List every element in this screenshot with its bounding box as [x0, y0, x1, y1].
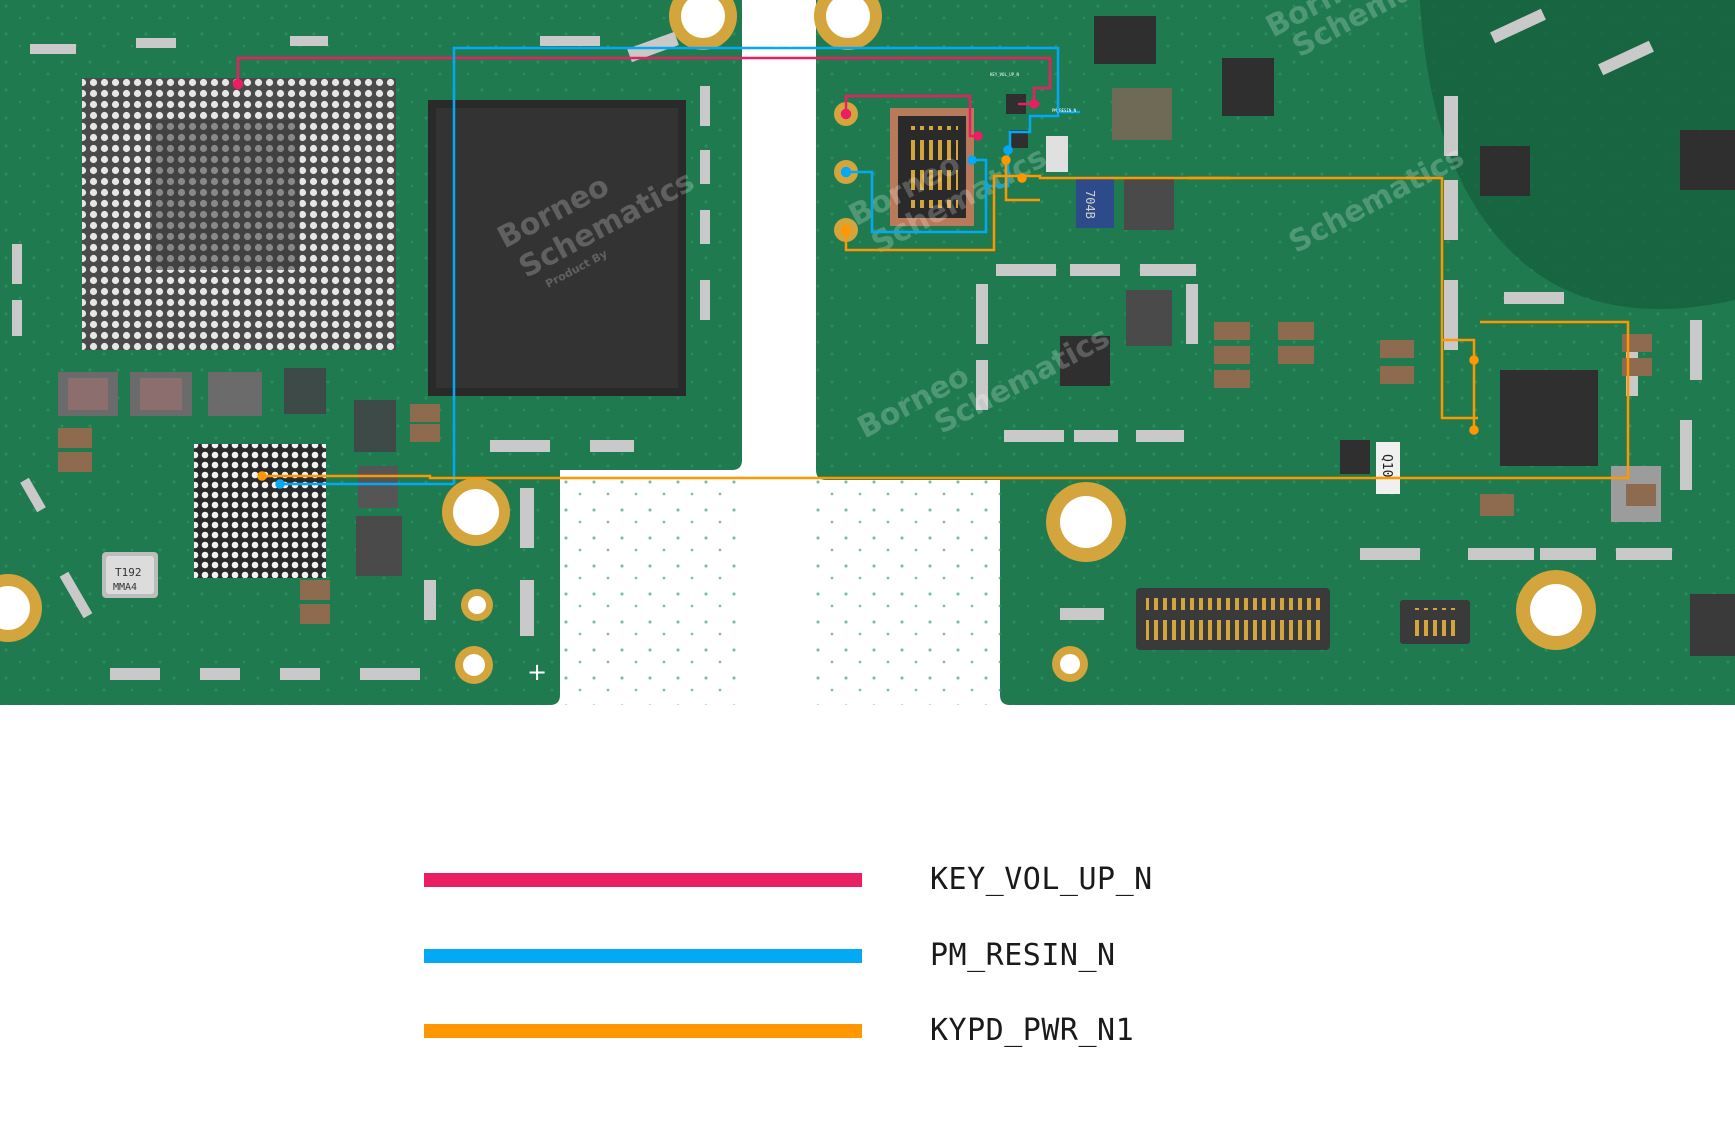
capacitors-left — [58, 404, 440, 624]
inductor-704b: 704B — [1076, 178, 1114, 228]
tiny-net-label: KEY_VOL_UP_N — [990, 72, 1019, 77]
legend-item: PM_RESIN_N — [0, 936, 1735, 976]
legend-label: KEY_VOL_UP_N — [930, 862, 1153, 897]
legend-swatch — [424, 873, 862, 887]
crystal: T192 MMA4 — [102, 552, 158, 598]
tiny-net-label: KEY_VOL_UP_N — [770, 51, 799, 56]
trace-key-vol-up — [232, 56, 1052, 141]
capacitors-right — [1214, 322, 1656, 516]
inductors-right — [1046, 88, 1661, 522]
tiny-net-label: PM_RESIN_N — [770, 42, 795, 47]
net-legend: KEY_VOL_UP_N PM_RESIN_N KYPD_PWR_N1 — [0, 860, 1735, 1100]
pmic-bga — [194, 444, 326, 578]
trace-kypd-pwr — [257, 155, 1630, 481]
legend-label: PM_RESIN_N — [930, 938, 1116, 973]
crystal-marking-2: MMA4 — [113, 582, 137, 593]
key-flex-connector — [890, 108, 974, 226]
chips-right — [1006, 16, 1735, 474]
btb-connector — [1136, 588, 1330, 650]
tiny-net-label: PM_RESIN_N — [1052, 108, 1077, 113]
crystal-marking-1: T192 — [115, 566, 142, 579]
smd-components-right — [976, 8, 1702, 620]
inductor-marking: 704B — [1083, 190, 1097, 219]
right-board: 704B Q10 — [814, 0, 1735, 705]
component-q10: Q10 — [1376, 442, 1400, 494]
left-board: T192 MMA4 Borneo Schematics — [0, 0, 742, 705]
legend-item: KYPD_PWR_N1 — [0, 1011, 1735, 1051]
pcb-diagram: T192 MMA4 Borneo Schematics — [0, 0, 1735, 705]
legend-label: KYPD_PWR_N1 — [930, 1013, 1135, 1048]
plus-marking: + — [527, 658, 547, 686]
legend-item: KEY_VOL_UP_N — [0, 860, 1735, 900]
legend-swatch — [424, 1024, 862, 1038]
small-connector — [1400, 600, 1470, 644]
legend-swatch — [424, 949, 862, 963]
q10-marking: Q10 — [1379, 454, 1394, 477]
inductor-row — [58, 368, 402, 576]
smd-components-left — [12, 31, 710, 680]
